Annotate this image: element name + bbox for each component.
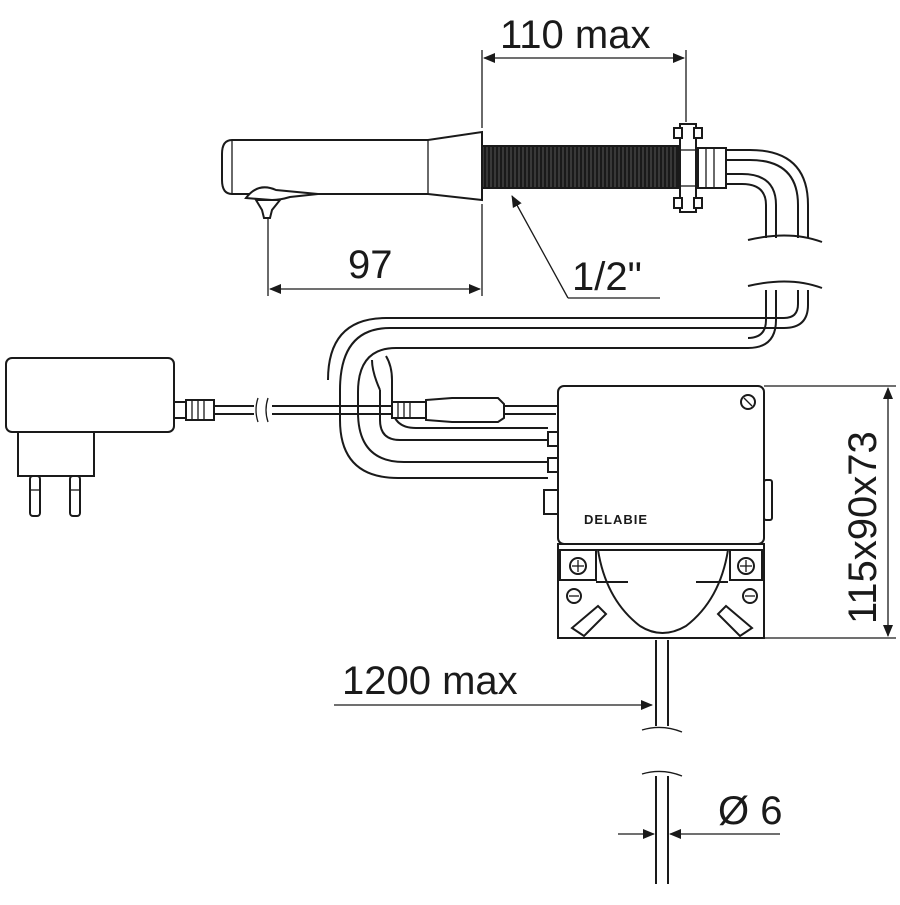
cable-diameter-label: Ø 6: [718, 789, 782, 833]
dimension-box: 115x90x73: [764, 385, 896, 639]
cable-length-label: 1200 max: [342, 659, 518, 703]
dimension-110-label: 110 max: [500, 13, 650, 57]
dimension-1200: 1200 max: [334, 659, 653, 710]
dimension-diameter: Ø 6: [618, 789, 782, 839]
dimension-thread: 1/2": [511, 195, 660, 299]
thread-size-label: 1/2": [572, 255, 642, 299]
brand-label: DELABIE: [584, 512, 648, 527]
power-adapter: [5, 357, 215, 517]
hose-bundle: [327, 149, 823, 479]
dimension-97-label: 97: [348, 243, 393, 287]
power-cable: [214, 397, 556, 423]
control-box: DELABIE: [540, 385, 773, 639]
tap-spout: [221, 123, 727, 219]
dimension-110: 110 max: [481, 13, 687, 128]
box-size-label: 115x90x73: [841, 431, 885, 624]
dimension-97: 97: [267, 204, 483, 296]
outlet-cable: [641, 640, 683, 884]
